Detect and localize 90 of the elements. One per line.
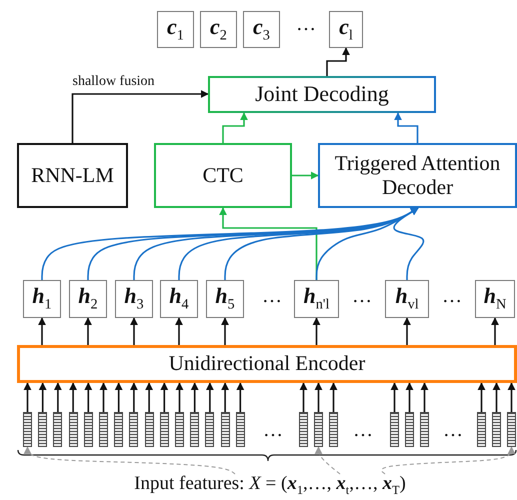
ellipsis: … (443, 420, 463, 440)
leader-line (381, 446, 516, 474)
arrow (176, 382, 184, 412)
feature-frame (144, 412, 154, 447)
arrow (84, 382, 92, 412)
feature-frame (38, 412, 48, 447)
encoder-box: Unidirectional Encoder (17, 345, 517, 383)
feature-frame (236, 412, 245, 447)
ellipsis: … (263, 420, 283, 440)
arrow (236, 382, 244, 412)
arrow (326, 47, 350, 76)
arrow (492, 382, 500, 412)
feature-frame (220, 412, 230, 447)
symbol-box: h$_{N}$ (475, 280, 515, 318)
ellipsis: … (442, 286, 462, 306)
feature-frame (492, 412, 501, 447)
symbol-box: h$_{4}$ (160, 280, 198, 318)
symbol-box: h$_{2}$ (69, 280, 107, 318)
feature-frame (405, 412, 414, 447)
process-box: RNN-LM (17, 143, 128, 208)
feature-frame (299, 412, 308, 447)
arrow (491, 317, 499, 345)
feature-frame (53, 412, 62, 447)
arrow (314, 382, 322, 412)
arrow (69, 382, 78, 412)
feature-frame (390, 412, 399, 447)
arrow (100, 382, 108, 412)
process-box: Joint Decoding (208, 76, 436, 113)
arrow (206, 382, 214, 412)
arrow (312, 317, 320, 345)
feature-frame (160, 412, 169, 447)
arrow (38, 382, 47, 412)
feature-frame (175, 412, 184, 447)
leader-line (24, 446, 236, 474)
process-box: CTC (154, 143, 292, 208)
ellipsis: … (296, 14, 316, 34)
arrow (24, 382, 32, 412)
process-box: Triggered Attention Decoder (318, 143, 517, 208)
arrow (390, 382, 398, 412)
arrow (114, 382, 123, 412)
arrow (145, 382, 154, 412)
arrow (190, 382, 199, 412)
symbol-box: c$_{2}$ (200, 11, 237, 48)
symbol-box: h$_{5}$ (206, 280, 244, 318)
feature-frame (205, 412, 214, 447)
symbol-box: h$_{3}$ (115, 280, 153, 318)
arrow (394, 112, 418, 143)
ellipsis: … (262, 286, 282, 306)
feature-frame (129, 412, 138, 447)
ellipsis: … (353, 420, 373, 440)
arrow (130, 317, 138, 345)
feature-frame (507, 412, 516, 447)
arrow (393, 207, 424, 280)
feature-frame (99, 412, 108, 447)
arrow (160, 382, 168, 412)
arrow (403, 317, 411, 345)
arrow (54, 382, 62, 412)
arrow (222, 112, 248, 143)
arrow (420, 382, 428, 412)
arrow (221, 382, 230, 412)
arrow (406, 382, 414, 412)
feature-frame (477, 412, 486, 447)
arrow (478, 382, 486, 412)
arrow (84, 317, 92, 345)
arrow (292, 172, 319, 180)
arrow (330, 382, 338, 412)
feature-frame (420, 412, 429, 447)
feature-frame (68, 412, 78, 447)
arrow (38, 317, 46, 345)
symbol-box: h$_{vl}$ (385, 280, 429, 318)
feature-frame (329, 412, 338, 447)
symbol-box: c$_{1}$ (157, 11, 194, 48)
caption-text: Input features: X = (x$_{1}$,…, x$_{t}$,…, x$_{T}$) (95, 472, 445, 499)
ellipsis: … (352, 286, 372, 306)
feature-frame (190, 412, 200, 447)
feature-frame (114, 412, 124, 447)
symbol-box: c$_{3}$ (243, 11, 280, 48)
arrow (130, 382, 138, 412)
arrow (175, 317, 183, 345)
symbol-box: c$_{l}$ (329, 11, 363, 48)
arrow (508, 382, 516, 412)
feature-frame (84, 412, 93, 447)
symbol-box: h$_{1}$ (23, 280, 61, 318)
feature-frame (314, 412, 323, 447)
arrow (72, 90, 209, 143)
leader-line (314, 446, 340, 474)
symbol-box: h$_{n'l}$ (294, 280, 339, 318)
arrow (300, 382, 308, 412)
feature-frame (23, 412, 32, 447)
arrow (221, 317, 229, 345)
